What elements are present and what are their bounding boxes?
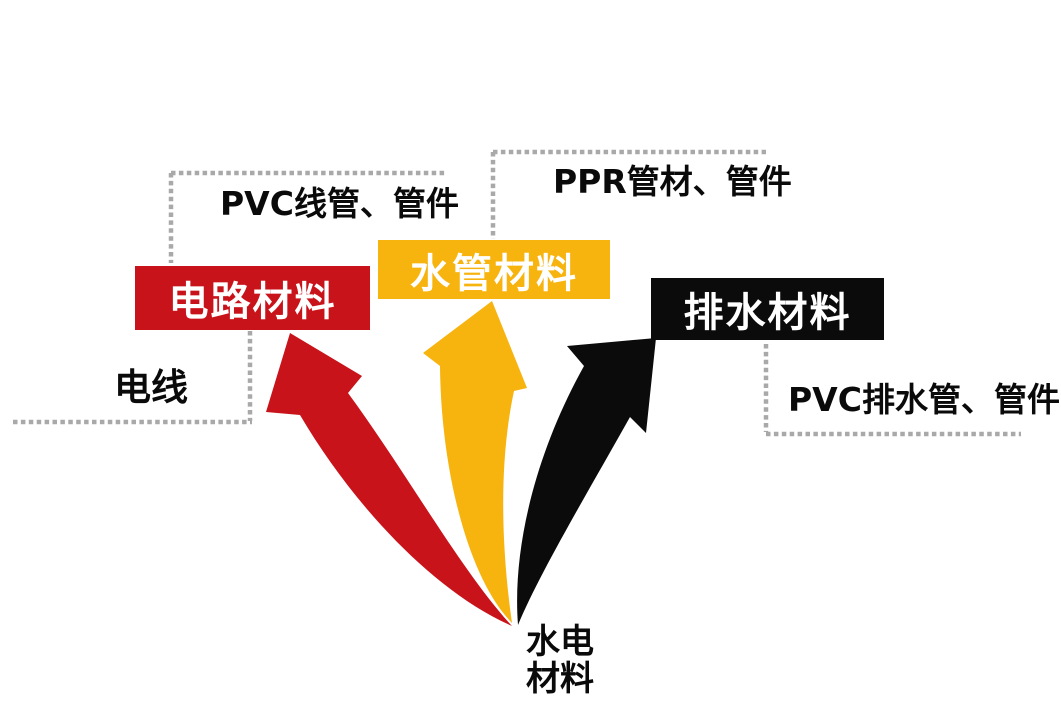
water-pipe-materials-label: 水管材料 xyxy=(410,250,578,297)
note-ppr-pipes: PPR管材、管件 xyxy=(553,162,792,201)
source-label-line1: 水电 xyxy=(526,622,594,662)
dashed-border-ppr-box xyxy=(490,149,766,239)
circuit-materials-label: 电路材料 xyxy=(168,279,337,325)
water-pipe-materials-box: 水管材料 xyxy=(378,240,610,299)
drain-curved-arrow xyxy=(517,338,656,625)
dashed-border-drain-pipe-box xyxy=(763,344,1021,437)
drain-materials-box: 排水材料 xyxy=(651,278,884,340)
source-label: 水电 材料 xyxy=(498,624,622,698)
dashed-border-pvc-conduit-box xyxy=(168,170,445,263)
note-wire: 电线 xyxy=(114,366,188,409)
circuit-curved-arrow xyxy=(266,333,512,626)
note-pvc-drain-pipes: PVC排水管、管件 xyxy=(788,380,1060,419)
dashed-border-wire-box xyxy=(13,331,253,425)
source-label-line2: 材料 xyxy=(526,659,594,699)
water-curved-arrow xyxy=(423,301,527,623)
drain-materials-label: 排水材料 xyxy=(683,290,852,336)
circuit-materials-box: 电路材料 xyxy=(135,266,370,330)
note-pvc-conduit: PVC线管、管件 xyxy=(220,184,459,223)
